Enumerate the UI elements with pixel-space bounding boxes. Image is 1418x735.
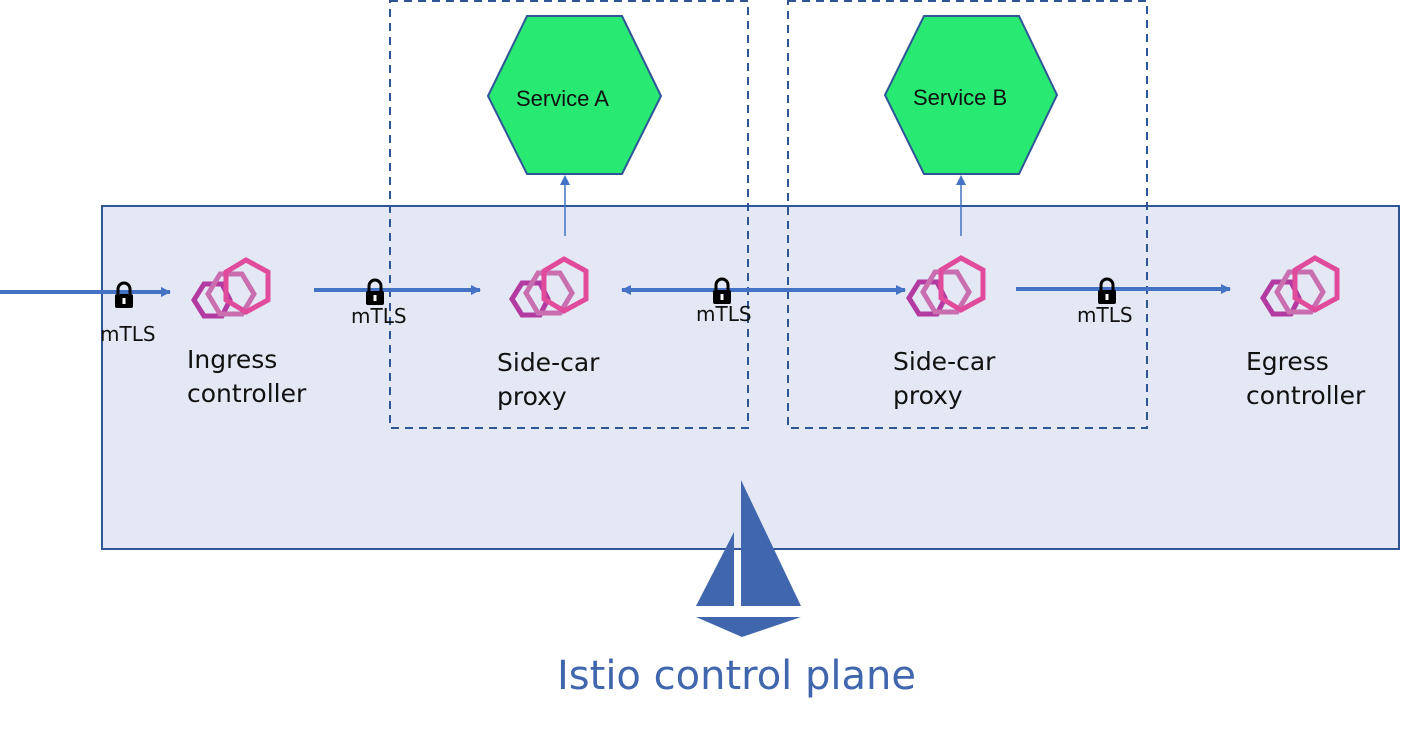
sidecar-b-label: Side-car proxy — [893, 345, 995, 413]
mtls-label: mTLS — [351, 304, 407, 328]
label-line: proxy — [497, 382, 567, 411]
egress-controller-label: Egress controller — [1246, 345, 1365, 413]
mtls-label: mTLS — [100, 322, 156, 346]
label-line: controller — [1246, 381, 1366, 410]
label-line: Side-car — [893, 347, 996, 376]
control-plane-label: Istio control plane — [557, 653, 916, 699]
label-line: Egress — [1246, 347, 1329, 376]
pod-boundary-b — [787, 0, 1148, 429]
label-line: proxy — [893, 381, 963, 410]
mesh-boundary — [101, 205, 1400, 550]
service-a-label: Service A — [516, 86, 609, 111]
label-line: Side-car — [497, 348, 600, 377]
mtls-label: mTLS — [696, 302, 752, 326]
istio-sail-icon — [696, 480, 801, 637]
service-a-hexagon — [486, 15, 663, 175]
service-b-label: Service B — [913, 85, 1008, 110]
label-line: Ingress — [187, 345, 278, 374]
sidecar-a-label: Side-car proxy — [497, 346, 599, 414]
mtls-label: mTLS — [1077, 303, 1133, 327]
label-line: controller — [187, 379, 307, 408]
service-b-hexagon — [883, 15, 1059, 175]
ingress-controller-label: Ingress controller — [187, 343, 306, 411]
